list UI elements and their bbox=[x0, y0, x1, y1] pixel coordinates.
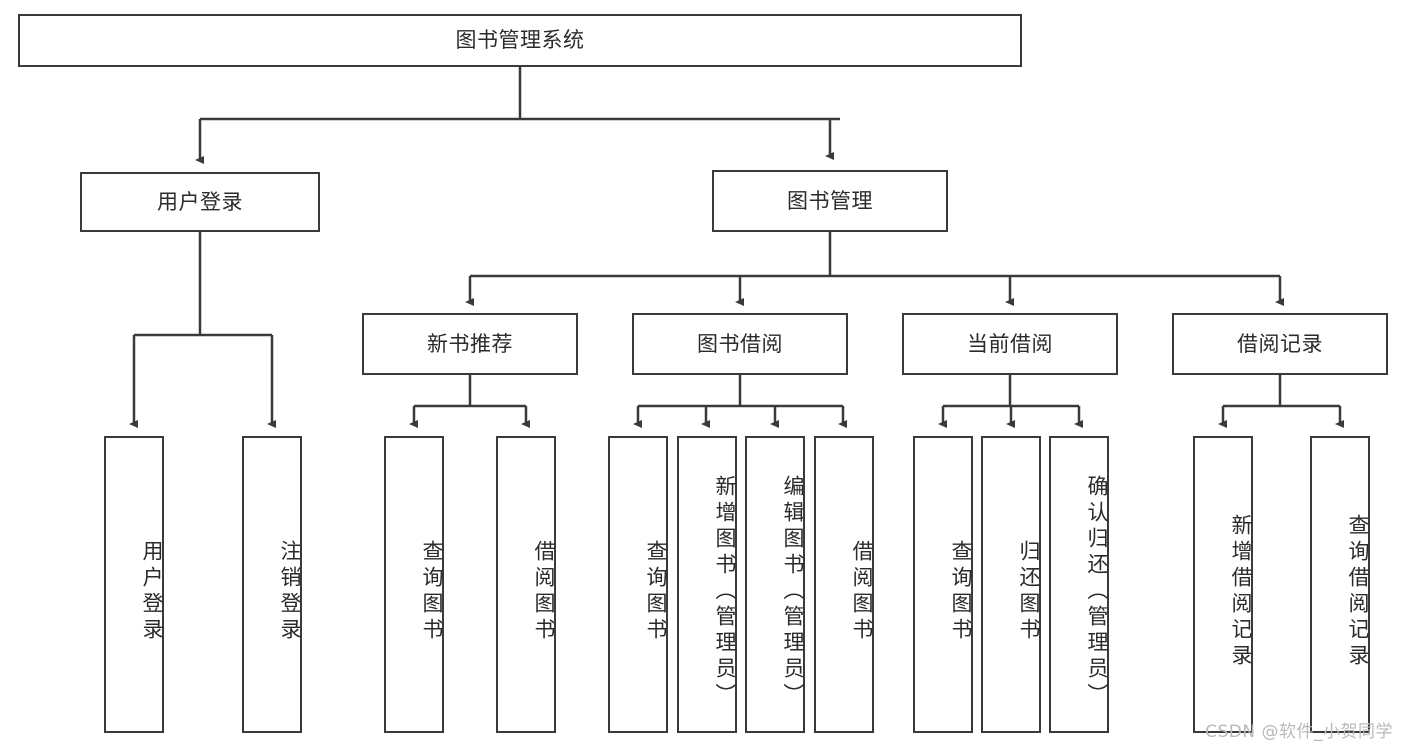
leaf-current-borrow-return[interactable]: 归还图书 bbox=[981, 436, 1041, 733]
node-new-book-recommend[interactable]: 新书推荐 bbox=[362, 313, 578, 375]
node-label: 借阅记录 bbox=[1237, 331, 1323, 356]
node-borrow-record[interactable]: 借阅记录 bbox=[1172, 313, 1388, 375]
node-label: 查询借阅记录 bbox=[1346, 513, 1370, 670]
leaf-book-borrow-borrow[interactable]: 借阅图书 bbox=[814, 436, 874, 733]
node-label: 图书借阅 bbox=[697, 331, 783, 356]
watermark-text: CSDN @软件_小贺同学 bbox=[1205, 722, 1393, 742]
node-label: 用户登录 bbox=[157, 189, 243, 214]
node-label: 借阅图书 bbox=[532, 539, 556, 644]
node-book-management[interactable]: 图书管理 bbox=[712, 170, 948, 232]
leaf-borrow-record-query[interactable]: 查询借阅记录 bbox=[1310, 436, 1370, 733]
leaf-new-book-borrow[interactable]: 借阅图书 bbox=[496, 436, 556, 733]
leaf-book-borrow-add[interactable]: 新增图书（管理员） bbox=[677, 436, 737, 733]
node-user-login[interactable]: 用户登录 bbox=[80, 172, 320, 232]
leaf-user-login-logout[interactable]: 注销登录 bbox=[242, 436, 302, 733]
leaf-user-login-login[interactable]: 用户登录 bbox=[104, 436, 164, 733]
node-label: 图书管理系统 bbox=[455, 28, 585, 53]
leaf-book-borrow-edit[interactable]: 编辑图书（管理员） bbox=[745, 436, 805, 733]
node-label: 新增借阅记录 bbox=[1229, 513, 1253, 670]
leaf-current-borrow-query[interactable]: 查询图书 bbox=[913, 436, 973, 733]
node-label: 新书推荐 bbox=[427, 331, 513, 356]
node-label: 查询图书 bbox=[644, 539, 668, 644]
node-book-borrow[interactable]: 图书借阅 bbox=[632, 313, 848, 375]
node-root-book-management-system[interactable]: 图书管理系统 bbox=[18, 14, 1022, 67]
leaf-borrow-record-add[interactable]: 新增借阅记录 bbox=[1193, 436, 1253, 733]
leaf-current-borrow-confirm-return[interactable]: 确认归还（管理员） bbox=[1049, 436, 1109, 733]
node-label: 用户登录 bbox=[140, 539, 164, 644]
node-label: 当前借阅 bbox=[967, 331, 1053, 356]
node-current-borrow[interactable]: 当前借阅 bbox=[902, 313, 1118, 375]
leaf-book-borrow-query[interactable]: 查询图书 bbox=[608, 436, 668, 733]
node-label: 借阅图书 bbox=[850, 539, 874, 644]
node-label: 确认归还（管理员） bbox=[1085, 474, 1109, 709]
leaf-new-book-query[interactable]: 查询图书 bbox=[384, 436, 444, 733]
node-label: 归还图书 bbox=[1017, 539, 1041, 644]
node-label: 查询图书 bbox=[420, 539, 444, 644]
node-label: 注销登录 bbox=[278, 539, 302, 644]
node-label: 查询图书 bbox=[949, 539, 973, 644]
node-label: 编辑图书（管理员） bbox=[781, 474, 805, 709]
node-label: 新增图书（管理员） bbox=[713, 474, 737, 709]
node-label: 图书管理 bbox=[787, 188, 873, 213]
